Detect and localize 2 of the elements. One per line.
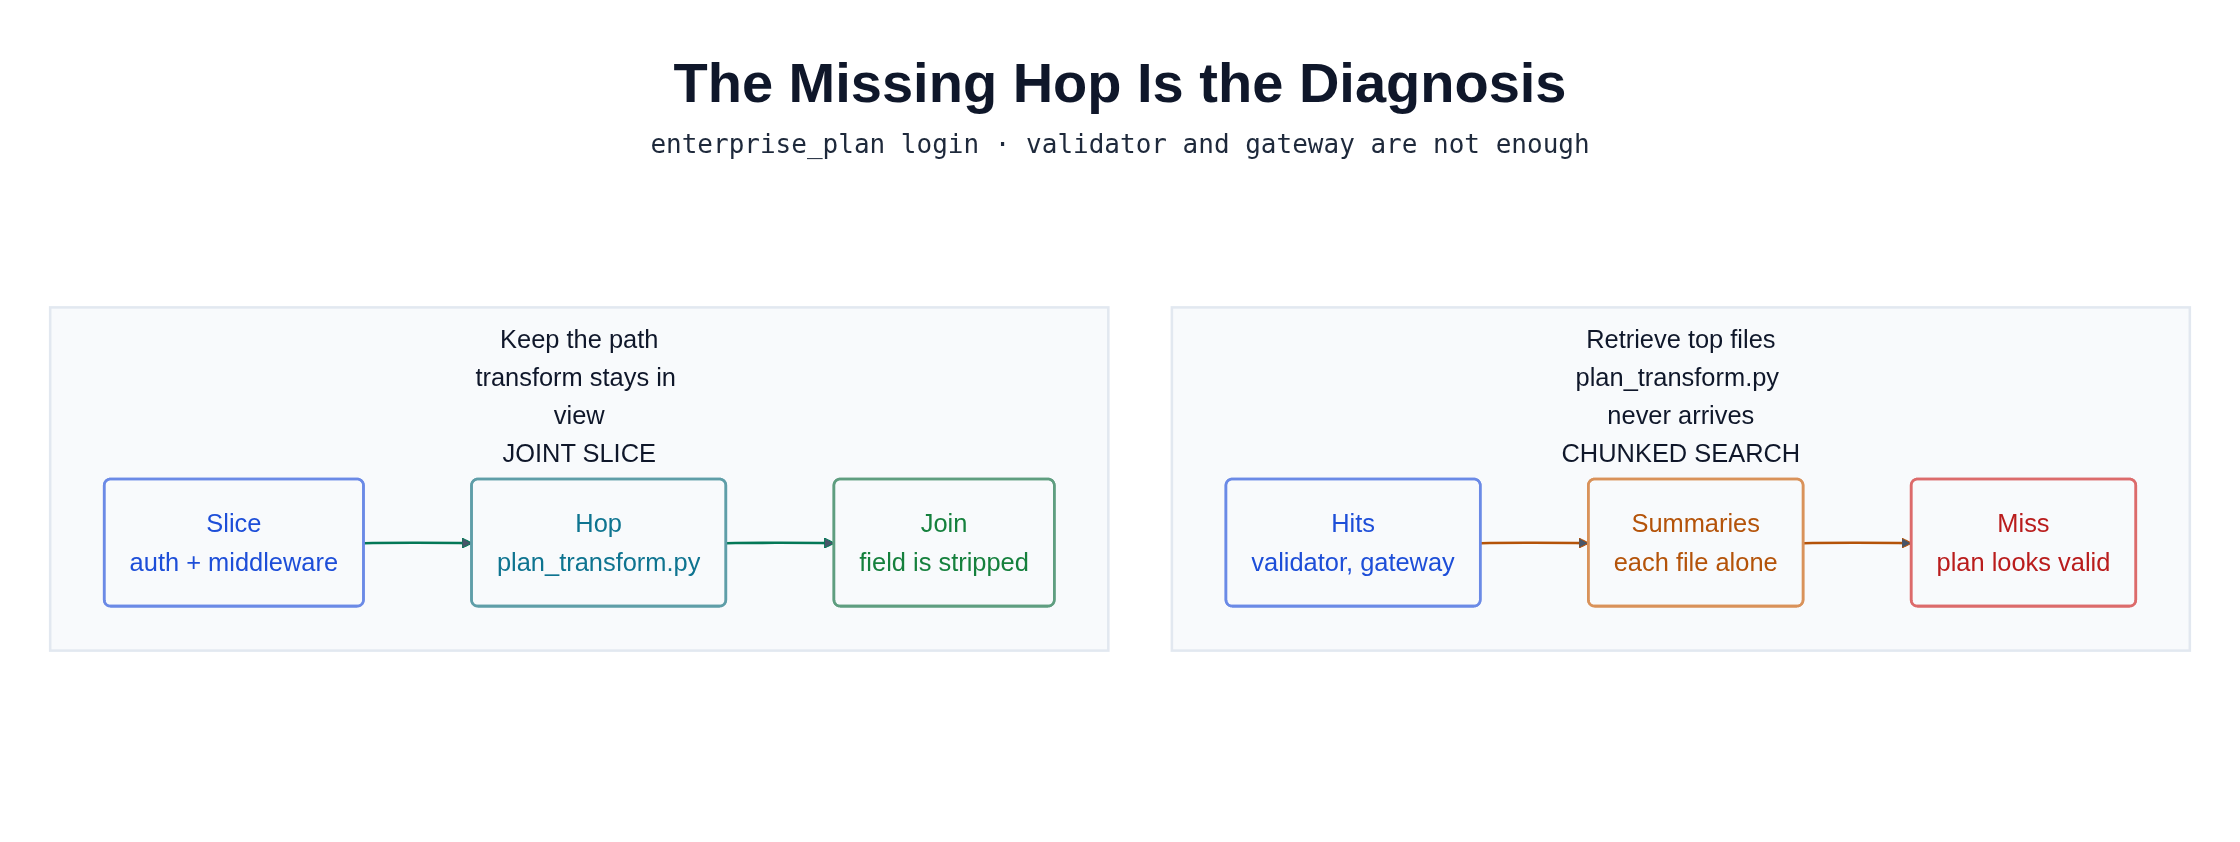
diagram-title: The Missing Hop Is the Diagnosis	[672, 50, 1568, 115]
subtitle: enterprise_plan login · validator and gateway are not enough	[650, 129, 1590, 159]
